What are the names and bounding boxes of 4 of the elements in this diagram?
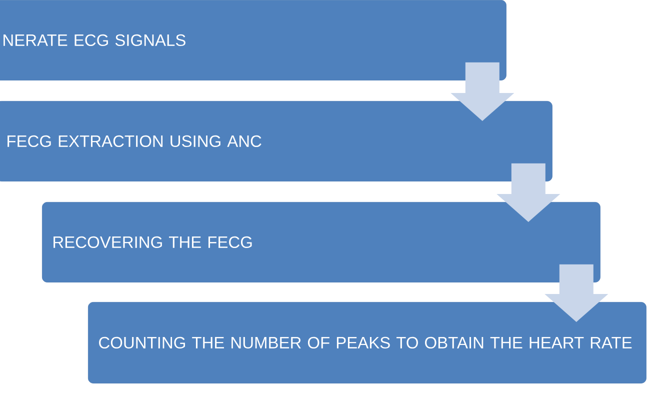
process-box: RECOVERING THE FECG bbox=[42, 202, 600, 282]
process-box: COUNTING THE NUMBER OF PEAKS TO OBTAIN THE HEART RATE bbox=[88, 302, 646, 384]
process-box: NERATE ECG SIGNALS bbox=[0, 0, 506, 80]
process-box: FECG EXTRACTION USING ANC bbox=[0, 101, 552, 182]
